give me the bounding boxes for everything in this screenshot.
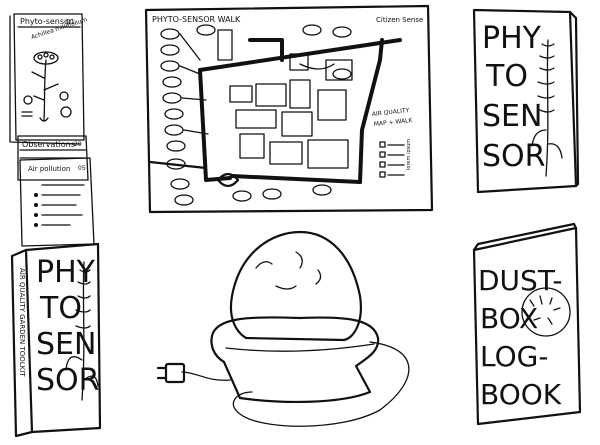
logbook-title-line-2: BOX: [480, 302, 538, 335]
air-pollution-sheet[interactable]: Air pollution 05: [19, 157, 95, 247]
bulleted-text-lines: [34, 184, 85, 227]
observations-title: Observations: [22, 140, 75, 149]
power-cable: [181, 341, 410, 427]
map-stop-markers: [160, 24, 352, 206]
air-quality-garden-toolkit-book[interactable]: AIR QUALITY GARDEN TOOLKIT PHY TO SEN SO…: [10, 242, 102, 438]
logbook-title-line-4: BOOK: [480, 378, 562, 411]
dustbox-sensor-drawing[interactable]: [156, 230, 410, 427]
map-brand: Citizen Sense: [376, 16, 423, 24]
sensor-book-title-line-1: PHY: [482, 21, 542, 56]
phyto-sensor-walk-map[interactable]: PHYTO-SENSOR WALK Citizen Sense AIR QUAL…: [144, 4, 434, 214]
yarrow-plant-drawing: [21, 51, 72, 122]
sensor-book-title-line-2: TO: [485, 59, 528, 94]
observations-page-number: 20: [74, 141, 82, 148]
booklet-title: Phyto-sensor: [20, 17, 73, 26]
map-side-text: lorem ipsum: [406, 139, 412, 170]
dustbox-logbook[interactable]: DUST- BOX LOG- BOOK: [472, 222, 582, 426]
toolkit-title-line-4: SOR: [36, 363, 100, 398]
sensor-book-title-line-3: SEN: [482, 99, 542, 134]
phyto-sensor-booklet[interactable]: Phyto-sensor 01 Achillea millefolium: [9, 13, 88, 145]
map-buildings: [217, 29, 353, 169]
power-plug-icon: [156, 362, 186, 384]
foxglove-plant-drawing: [65, 261, 99, 401]
map-roads: [148, 38, 402, 188]
toolkit-spine-text: AIR QUALITY GARDEN TOOLKIT: [18, 268, 26, 377]
logbook-title-line-3: LOG-: [480, 340, 548, 373]
logbook-title-line-1: DUST-: [478, 264, 562, 297]
map-title: PHYTO-SENSOR WALK: [152, 15, 241, 24]
air-pollution-page-number: 05: [78, 165, 86, 172]
toolkit-title-line-2: TO: [39, 291, 82, 326]
dust-sample-disc-drawing: [521, 287, 571, 337]
map-subtitle-line-1: AIR QUALITY: [371, 107, 409, 118]
sensor-book-title-line-4: SOR: [482, 139, 546, 174]
booklet-page-number: 01: [66, 18, 75, 26]
phyto-sensor-book[interactable]: PHY TO SEN SOR: [472, 8, 580, 194]
air-pollution-title: Air pollution: [28, 165, 70, 173]
lavender-plant-drawing: [531, 39, 563, 177]
toolkit-title-line-3: SEN: [36, 327, 96, 362]
map-legend-list: [379, 141, 405, 178]
map-subtitle-line-2: MAP + WALK: [373, 117, 413, 128]
